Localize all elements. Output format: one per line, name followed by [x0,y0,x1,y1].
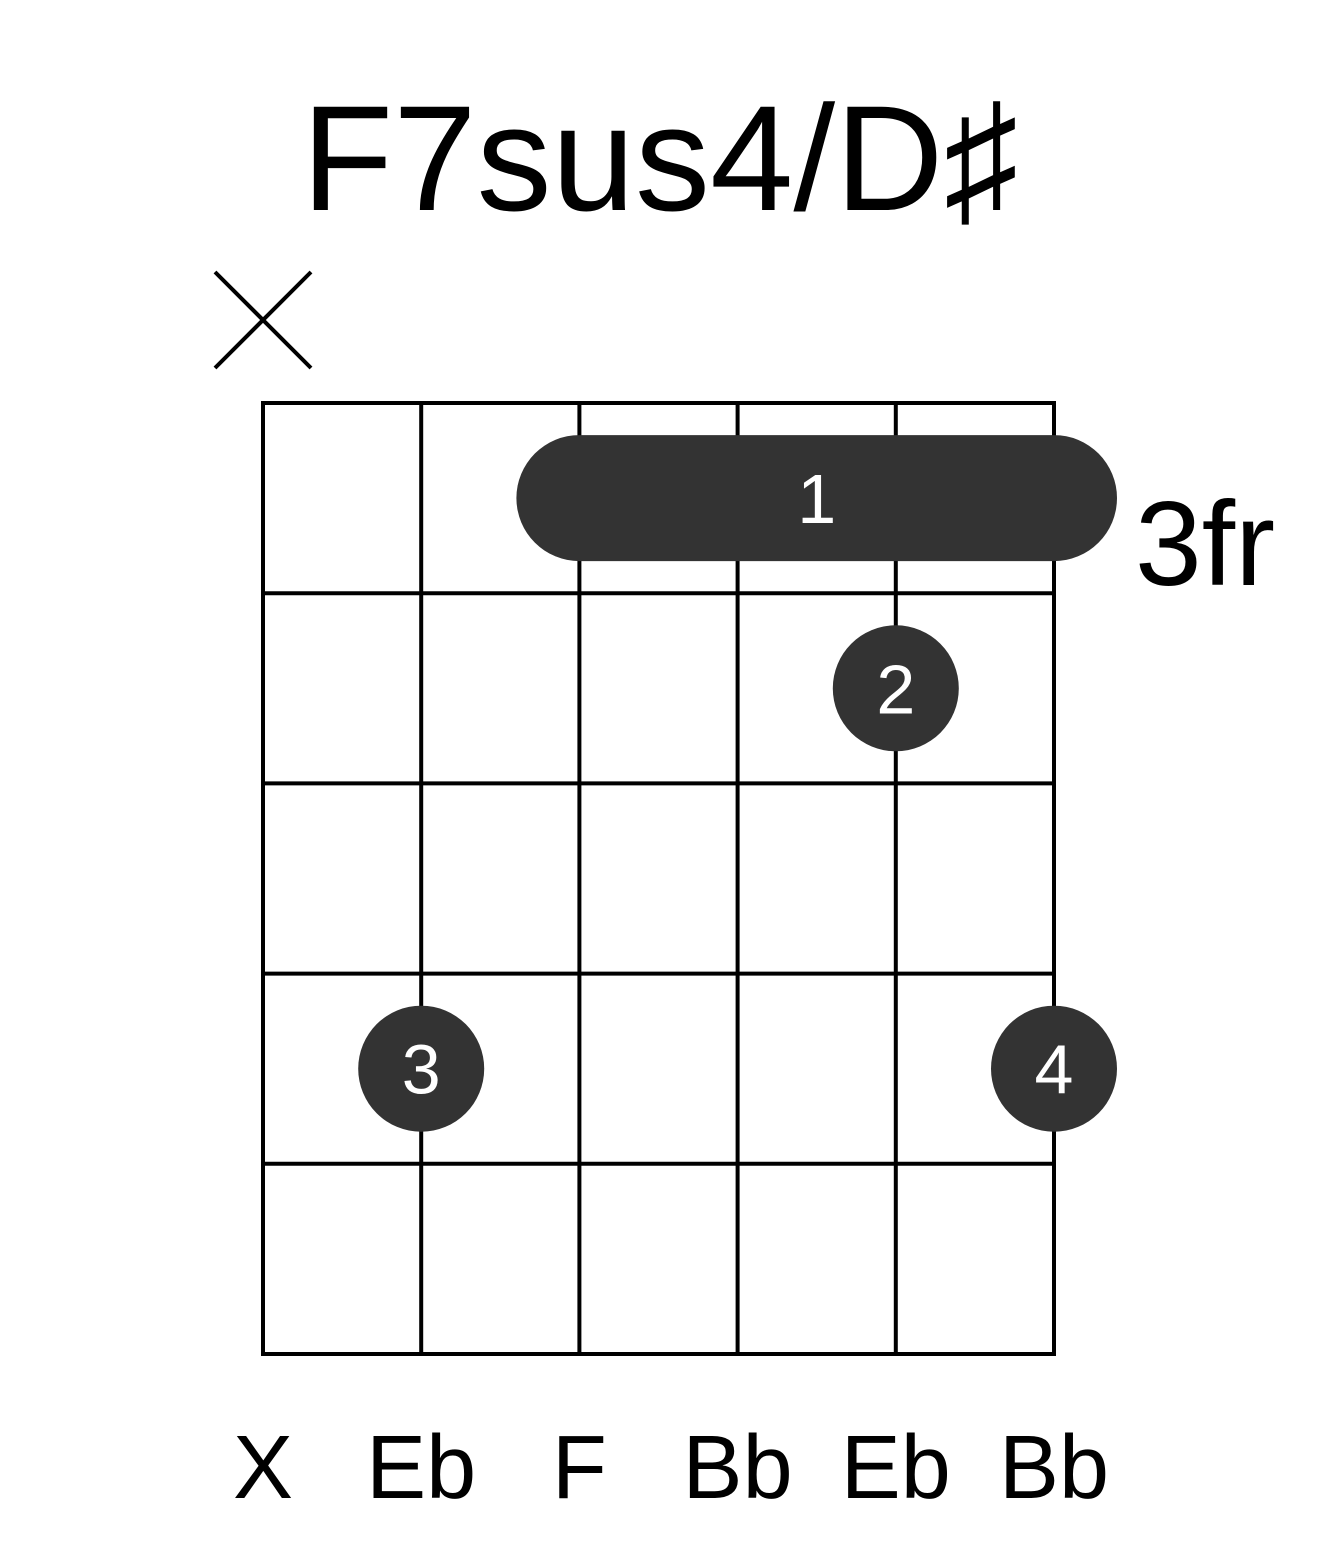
start-fret-label: 3fr [1135,477,1275,611]
x-mark-stroke [213,270,313,370]
chord-title: F7sus4/D♯ [302,74,1019,242]
finger-number-label: 3 [402,1031,441,1109]
string-note-label-1: X [233,1418,293,1518]
string-note-label-5: Eb [841,1418,951,1518]
string-note-label-3: F [552,1418,607,1518]
finger-number-label: 2 [876,650,915,728]
finger-number-label: 4 [1035,1031,1074,1109]
fretboard-grid [261,401,1056,1356]
muted-strings [213,270,313,370]
string-note-label-6: Bb [999,1418,1109,1518]
finger-positions: 1 2 3 4 [358,435,1117,1132]
string-notes: X Eb F Bb Eb Bb [233,1418,1109,1518]
finger-dot-3 [991,1005,1117,1132]
barre-finger-label: 1 [797,460,836,538]
finger-dot-2 [358,1005,485,1132]
x-mark-icon [213,270,313,370]
string-note-label-2: Eb [366,1418,476,1518]
finger-dot-1 [832,625,959,752]
barre-bar [516,435,1117,562]
string-note-label-4: Bb [683,1418,793,1518]
